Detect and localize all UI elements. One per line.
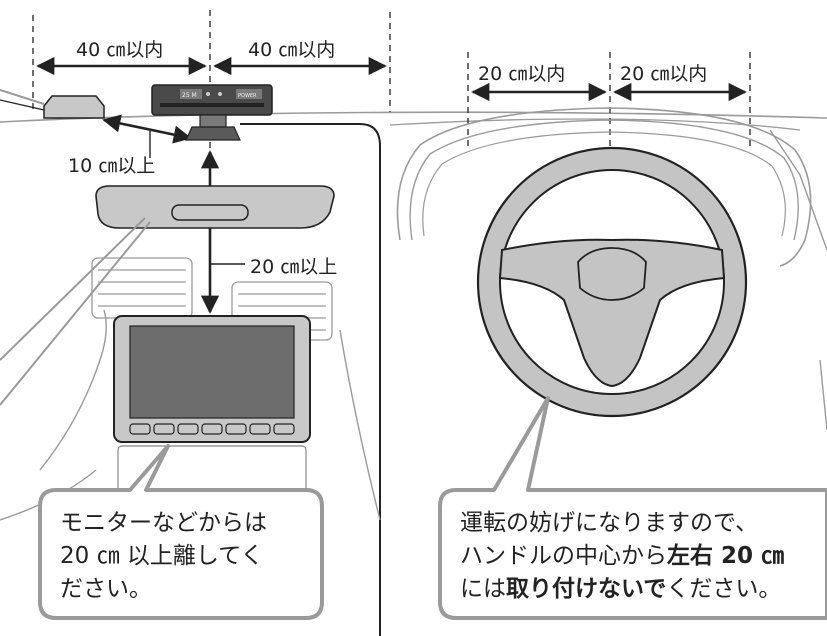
windshield-edge-inner — [389, 118, 801, 131]
label-top-right: 40 ㎝以内 — [248, 39, 335, 61]
callout-left-line3: ださい。 — [60, 576, 152, 602]
device-face-left — [180, 89, 202, 99]
dash-curve-right — [339, 329, 381, 521]
cluster-hood-inner — [409, 119, 799, 241]
cluster-hood-outer — [396, 107, 812, 267]
label-wheel-left: 20 ㎝以内 — [478, 63, 565, 85]
device-led-1 — [206, 92, 210, 96]
cluster-hood-inner-2 — [422, 131, 786, 237]
callout-right-line3-a: には — [460, 576, 506, 602]
sensor-leader-1 — [0, 89, 45, 105]
callout-right-line3-c: ください。 — [666, 576, 781, 602]
device-mark-left: 25 M — [182, 92, 197, 99]
dash-right-low — [819, 359, 827, 431]
device-mark-right: POWER — [238, 93, 257, 99]
label-min-monitor: 20 ㎝以上 — [250, 256, 337, 278]
steering-wheel — [476, 146, 748, 418]
dashed-guides — [32, 10, 751, 150]
windshield-edge — [0, 111, 827, 123]
callout-right-line2-b: 左右 20 ㎝ — [667, 542, 784, 569]
callout-left-line2: 20 ㎝ 以上離してく — [60, 543, 264, 569]
sensor-leader-2 — [0, 99, 45, 111]
label-top-left: 40 ㎝以内 — [76, 39, 163, 61]
device-slot — [160, 103, 264, 107]
monitor-buttons — [129, 423, 295, 435]
callout-left-box — [38, 444, 324, 620]
callout-right-line2: ハンドルの中心から左右 20 ㎝ — [460, 542, 784, 569]
callout-right-box — [438, 396, 827, 620]
callout-right-line1: 運転の妨げになりますので、 — [460, 510, 758, 536]
air-vent-left — [91, 257, 193, 319]
callout-right-line3-b: 取り付けないで — [506, 576, 666, 602]
callout-right-line2-a: ハンドルの中心から — [460, 543, 667, 569]
dimension-arrows — [36, 56, 747, 314]
wheel-hub — [577, 247, 647, 301]
device-led-2 — [218, 92, 222, 96]
visor-leader-1 — [0, 217, 146, 361]
visor-handle — [171, 204, 249, 221]
arrow-visor-gap — [102, 114, 192, 144]
callout-right-line1-text: 運転の妨げになりますので、 — [460, 510, 758, 536]
monitor — [113, 315, 311, 443]
visor-leader-2 — [0, 221, 151, 406]
wheel-spokes — [498, 238, 726, 388]
dash-right-edge — [769, 129, 827, 251]
device-mount-base — [185, 126, 241, 141]
device-mount-neck — [199, 114, 227, 128]
label-min-visor: 10 ㎝以上 — [68, 155, 155, 177]
dash-curve-left — [39, 309, 107, 471]
cabin-outline — [240, 123, 381, 636]
sensor-box — [43, 95, 105, 119]
callout-right-line3: には取り付けないでください。 — [460, 576, 781, 602]
label-wheel-right: 20 ㎝以内 — [620, 63, 707, 85]
monitor-screen — [129, 325, 295, 419]
device-face-right — [236, 89, 262, 99]
device-unit: 25 M POWER — [151, 84, 273, 141]
callout-left-line1: モニターなどからは — [60, 510, 267, 536]
